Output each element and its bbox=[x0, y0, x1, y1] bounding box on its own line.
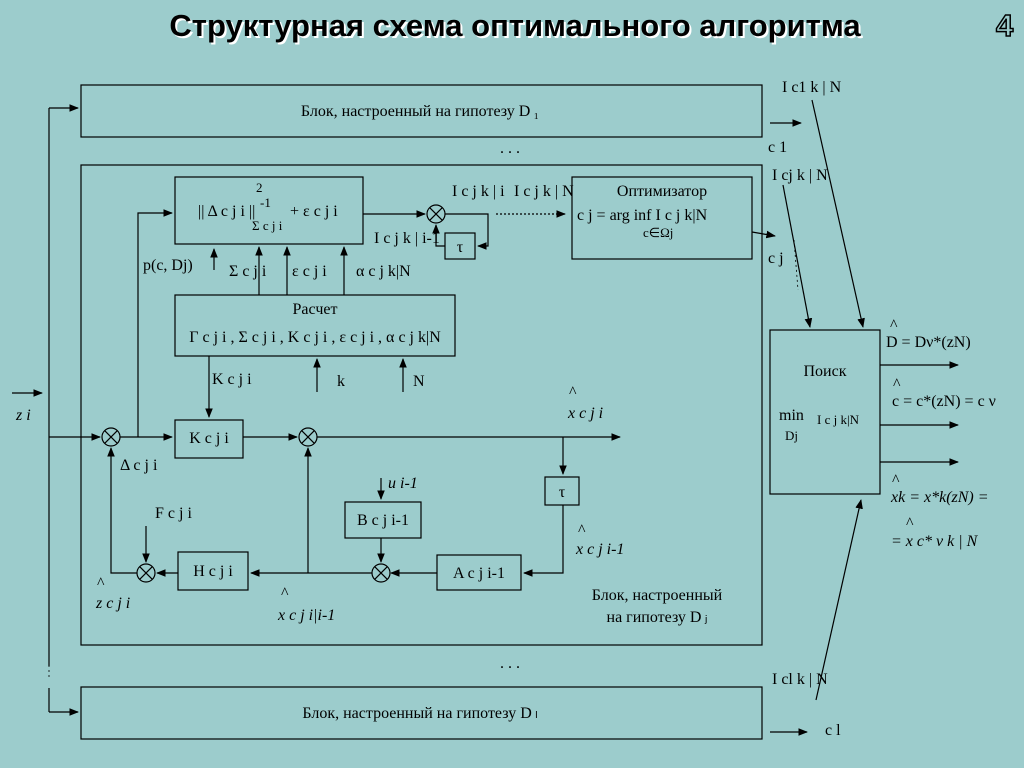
label-N: N bbox=[413, 373, 425, 390]
hat-z: ^ bbox=[97, 575, 105, 592]
label-x-hat-pred: x c j i|i-1 bbox=[277, 607, 335, 624]
hat-x-prev: ^ bbox=[578, 522, 586, 539]
hat-x-out-2: ^ bbox=[906, 515, 914, 532]
label-cj: c j bbox=[768, 250, 784, 267]
a-block-label: A c j i-1 bbox=[453, 565, 505, 582]
label-cl: c l bbox=[825, 722, 841, 739]
block-dl-label: Блок, настроенный на гипотезу D ₗ bbox=[302, 705, 537, 722]
block-d1 bbox=[80, 84, 763, 138]
label-k: k bbox=[337, 373, 345, 390]
label-eps-in: ε c j i bbox=[292, 263, 327, 280]
label-D-out: D = Dν*(zN) bbox=[886, 334, 971, 351]
label-z-i: z i bbox=[15, 407, 31, 424]
slide-number: 4 bbox=[995, 7, 1014, 44]
label-I-i: I c j k | i bbox=[452, 183, 505, 200]
block-d1-label: Блок, настроенный на гипотезу D ₁ bbox=[301, 103, 539, 120]
optimizer-title: Оптимизатор bbox=[617, 183, 707, 200]
k-block-label: K c j i bbox=[189, 430, 229, 447]
label-u: u i-1 bbox=[388, 475, 418, 492]
label-I-N: I c j k | N bbox=[514, 183, 574, 200]
summator-4 bbox=[371, 563, 391, 583]
label-I-cj: I cj k | N bbox=[772, 167, 828, 184]
tau-top-label: τ bbox=[457, 239, 464, 256]
label-c-out: c = c*(zN) = c ν bbox=[892, 393, 996, 410]
label-I-cl: I cl k | N bbox=[772, 671, 828, 688]
label-I-prev: I c j k | i-1 bbox=[374, 230, 440, 247]
calc-block bbox=[174, 294, 456, 357]
block-dj-label-2: на гипотезу D ⱼ bbox=[607, 609, 708, 626]
label-x-hat: x c j i bbox=[567, 405, 603, 422]
label-K-calc: K c j i bbox=[212, 371, 252, 388]
label-sigma-in: Σ c j i bbox=[229, 263, 267, 280]
search-title: Поиск bbox=[804, 363, 847, 380]
optimizer-formula: c j = arg inf I c j k|N bbox=[577, 207, 708, 224]
norm-body: || Δ c j i || bbox=[198, 203, 255, 220]
norm-square: 2 bbox=[256, 180, 263, 195]
search-min: min bbox=[779, 407, 804, 424]
norm-plus-eps: + ε c j i bbox=[290, 203, 338, 220]
calc-title: Расчет bbox=[293, 301, 338, 318]
hat-c: ^ bbox=[893, 376, 901, 393]
norm-sigma: Σ c j i bbox=[252, 218, 283, 233]
label-I-c1: I c1 k | N bbox=[782, 79, 842, 96]
label-alpha-in: α c j k|N bbox=[356, 263, 411, 280]
b-block-label: B c j i-1 bbox=[357, 512, 409, 529]
ellipsis-bottom: . . . bbox=[500, 655, 520, 672]
norm-inverse: -1 bbox=[260, 195, 271, 210]
tau-block-mid bbox=[544, 476, 580, 506]
k-block bbox=[174, 419, 244, 459]
search-sub: Dj bbox=[785, 428, 798, 443]
block-dl bbox=[80, 686, 763, 740]
tau-mid-label: τ bbox=[559, 484, 566, 501]
hat-D: ^ bbox=[890, 317, 898, 334]
label-x-out-1: xk = x*k(zN) = bbox=[890, 489, 989, 506]
norm-block bbox=[174, 176, 364, 245]
h-block-label: H c j i bbox=[193, 563, 233, 580]
block-dj-frame bbox=[80, 164, 763, 646]
label-x-hat-prev: x c j i-1 bbox=[575, 541, 624, 558]
slide-title: Структурная схема оптимального алгоритма bbox=[169, 8, 861, 43]
h-block bbox=[177, 551, 249, 591]
label-delta: Δ c j i bbox=[120, 457, 158, 474]
hat-x: ^ bbox=[569, 384, 577, 401]
summator-1 bbox=[101, 427, 121, 447]
label-z-hat: z c j i bbox=[95, 595, 130, 612]
summator-2 bbox=[298, 427, 318, 447]
hat-x-pred: ^ bbox=[281, 585, 289, 602]
optimizer-block bbox=[571, 176, 753, 260]
search-block bbox=[769, 329, 881, 495]
summator-5 bbox=[426, 204, 446, 224]
label-F: F c j i bbox=[155, 505, 192, 522]
optimizer-subscript: c∈Ωj bbox=[643, 225, 673, 240]
b-block bbox=[344, 501, 422, 539]
label-c1: c 1 bbox=[768, 139, 787, 156]
label-x-out-2: = x c* ν k | N bbox=[891, 533, 979, 550]
hat-x-out: ^ bbox=[892, 472, 900, 489]
calc-formula: Γ c j i , Σ c j i , K c j i , ε c j i , … bbox=[189, 329, 441, 346]
search-arg: I c j k|N bbox=[817, 412, 860, 427]
summator-3 bbox=[136, 563, 156, 583]
label-p: p(c, Dj) bbox=[143, 257, 193, 274]
ellipsis-top: . . . bbox=[500, 140, 520, 157]
block-dj-label-1: Блок, настроенный bbox=[592, 587, 723, 604]
